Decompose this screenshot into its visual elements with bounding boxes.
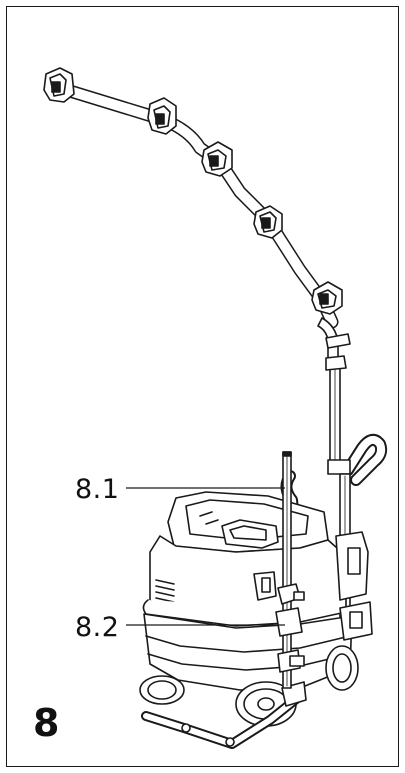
clamp-bracket [275,583,305,673]
hose-clip [147,97,177,135]
wheel [139,675,185,705]
vacuum-body [142,491,353,691]
hose-clip [201,141,233,177]
wheel [325,645,359,691]
callout-label: 8.2 [75,612,120,643]
figure-number: 8 [33,701,60,745]
callout-label: 8.1 [75,474,120,505]
support-rod [282,451,292,689]
hose-holder-arm [53,81,339,363]
hose-clip [253,205,283,239]
side-bracket [335,531,373,641]
hose-clip [311,281,343,315]
hose-clip [43,67,75,103]
mast-tube [325,333,351,469]
